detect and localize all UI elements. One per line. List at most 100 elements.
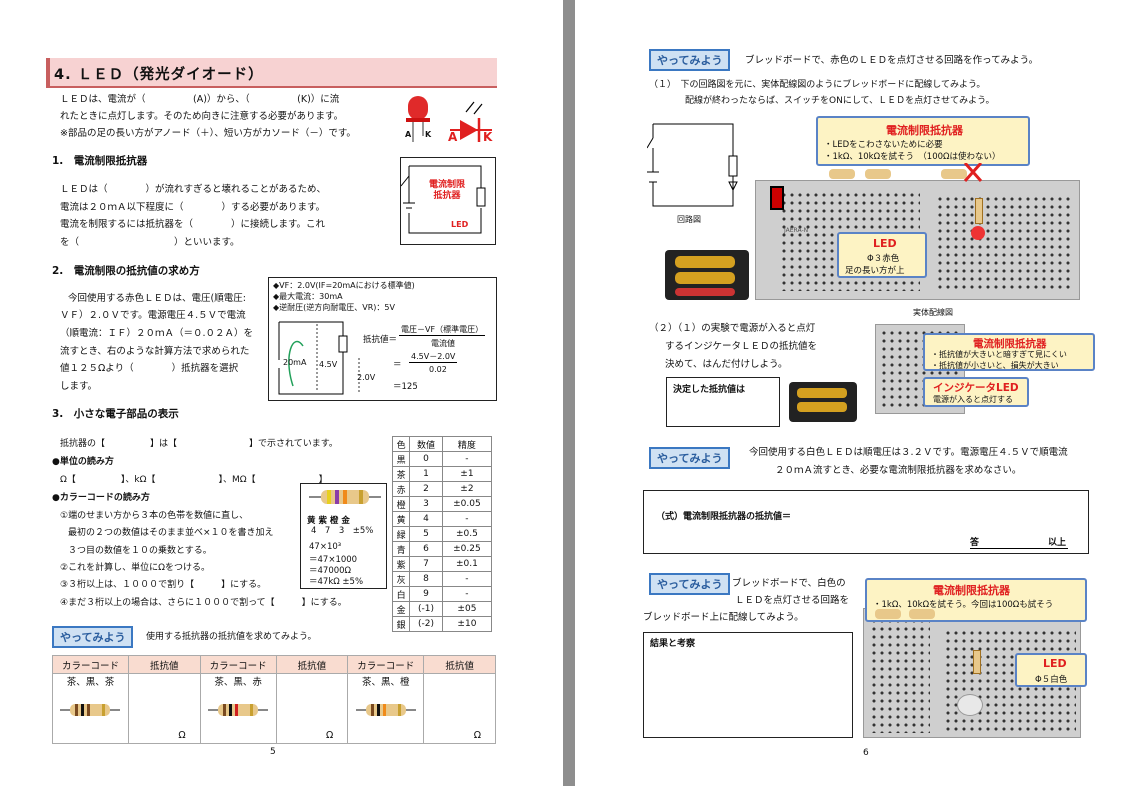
calc-current: 20mA — [283, 358, 307, 367]
callout-ind-line: 電源が入ると点灯する — [933, 395, 1013, 404]
cell: 黒 — [391, 451, 411, 467]
cell: 9 — [409, 586, 443, 602]
y3-line-3: ブレッドボード上に配線してみよう。 — [643, 612, 804, 623]
callout-3-resistors — [875, 609, 935, 619]
rz-code-2: 茶、黒、赤 — [214, 677, 262, 688]
cell: - — [441, 571, 493, 587]
led-illustration — [406, 96, 492, 142]
callout-resistor-1: 電流制限抵抗器 ・LEDをこわさないために必要 ・1kΩ、10kΩを試そう （1… — [816, 116, 1030, 166]
rz-code-cell: 茶、黒、茶 — [52, 673, 129, 744]
cell: 6 — [409, 541, 443, 557]
battery-pack-2 — [789, 382, 857, 422]
circuit-led-label: LED — [451, 220, 469, 229]
decided-label: 決定した抵抗値は — [673, 385, 746, 395]
intro-line-3: ※部品の足の長い方がアノード（＋）、短い方がカソード（－）です。 — [60, 128, 356, 139]
sub1-title: 1. 電流制限抵抗器 — [52, 155, 148, 167]
cell: 緑 — [391, 526, 411, 542]
callout-1-line-1: ・LEDをこわさないために必要 — [824, 140, 943, 150]
cell: 7 — [409, 556, 443, 572]
circuit-diagram-large — [647, 123, 738, 207]
circuit-label: 回路図 — [677, 215, 701, 224]
callout-indicator: インジケータLED 電源が入ると点灯する — [923, 377, 1029, 407]
rz-code-1: 茶、黒、茶 — [66, 677, 115, 688]
cell: 茶 — [391, 466, 411, 482]
yatte-badge-3: やってみよう — [649, 573, 731, 595]
sub2-line-3: （順電流：ＩＦ）２０ｍＡ（＝０.０２Ａ）を — [60, 328, 254, 339]
cell: ±0.5 — [441, 526, 493, 542]
rz-value-1[interactable]: Ω — [127, 673, 201, 744]
y1-text: ブレッドボードで、赤色のＬＥＤを点灯させる回路を作ってみよう。 — [745, 55, 1039, 66]
rz-header: カラーコード — [52, 655, 129, 674]
rz-code-cell: 茶、黒、赤 — [199, 673, 277, 744]
spec-1: ◆VF：2.0V(IF=20mAにおける標準値) — [273, 281, 415, 290]
callout-ind-title: インジケータLED — [933, 382, 1019, 394]
example-calc-3: ＝47000Ω — [309, 566, 352, 576]
formula-den2: 0.02 — [429, 365, 447, 374]
callout-resistor-2: 電流制限抵抗器 ・抵抗値が大きいと暗すぎて見にくい ・抵抗値が小さいと、損失が大… — [923, 333, 1095, 371]
example-calc-1: 47×10³ — [309, 542, 342, 552]
sub3-line-10: ④まだ３桁以上の場合は、さらに１０００で割って【 】にする。 — [60, 598, 347, 608]
cell: ±0.1 — [441, 556, 493, 572]
hole-grid — [936, 195, 1072, 289]
answer-line[interactable]: 答 以上 — [970, 535, 1068, 549]
callout-resistor-3: 電流制限抵抗器 ・1kΩ、10kΩを試そう。今回は100Ωも試そう — [865, 578, 1087, 622]
callout-led-line-1: Φ３赤色 — [867, 254, 900, 264]
cell: 4 — [409, 511, 443, 527]
cell: ±1 — [441, 466, 493, 482]
rz-header: 抵抗値 — [423, 655, 496, 674]
symbol-anode-label: A — [448, 130, 458, 144]
rz-code-cell: 茶、黒、橙 — [347, 673, 425, 744]
spec-3: ◆逆耐圧(逆方向耐電圧、VR)：5V — [273, 303, 395, 312]
cell: ±10 — [441, 616, 493, 632]
sub3-line-4: ●カラーコードの読み方 — [52, 493, 150, 503]
resistor-part-2 — [973, 650, 981, 674]
sub3-title: 3. 小さな電子部品の表示 — [52, 408, 179, 420]
sub1-line-2: 電流は２０ｍＡ以下程度に（ ）する必要があります。 — [60, 202, 326, 213]
example-calc-2: ＝47×1000 — [309, 555, 358, 565]
formula-result: ＝125 — [393, 382, 418, 392]
callout-led-line-2: 足の長い方が上 — [845, 266, 905, 276]
cell: 黄 — [391, 511, 411, 527]
cell: 青 — [391, 541, 411, 557]
color-code-example: 黄 紫 橙 金 4 7 3 ±5% 47×10³ ＝47×1000 ＝47000… — [300, 483, 387, 589]
rz-value-3[interactable]: Ω — [423, 673, 496, 744]
sub2-line-1: 今回使用する赤色ＬＥＤは、電圧(順電圧: — [68, 293, 246, 304]
page-number-right: 6 — [863, 748, 869, 758]
page-right: やってみよう ブレッドボードで、赤色のＬＥＤを点灯させる回路を作ってみよう。 （… — [575, 0, 1144, 786]
cell: 1 — [409, 466, 443, 482]
cell: (-1) — [409, 601, 443, 617]
rz-value-2[interactable]: Ω — [275, 673, 349, 744]
intro-line-2: れたときに点灯します。そのため向きに注意する必要があります。 — [60, 111, 344, 122]
cell: 0 — [409, 451, 443, 467]
y2-line-2: ２０ｍＡ流すとき、必要な電流制限抵抗器を求めなさい。 — [775, 465, 1022, 476]
result-box[interactable]: 結果と考察 — [643, 632, 853, 738]
callout-2-line-2: ・抵抗値が小さいと、損失が大きい — [931, 361, 1059, 370]
cell: 赤 — [391, 481, 411, 497]
callout-led-1: LED Φ３赤色 足の長い方が上 — [837, 232, 927, 278]
sub1-line-4: を（ ）といいます。 — [60, 237, 240, 248]
sub2-line-6: します。 — [60, 381, 98, 392]
callout-1-resistors — [829, 163, 983, 182]
decided-value-box[interactable]: 決定した抵抗値は — [666, 377, 780, 427]
cell: 8 — [409, 571, 443, 587]
example-calc-4: ＝47kΩ ±5% — [309, 577, 364, 587]
yatte-badge-1: やってみよう — [649, 49, 731, 71]
th-color: 色 — [391, 436, 411, 452]
rz-header-row: カラーコード抵抗値 カラーコード抵抗値 カラーコード抵抗値 — [52, 655, 496, 674]
formula-box[interactable]: （式）電流制限抵抗器の抵抗値＝ 答 以上 — [643, 490, 1089, 554]
answer-unit: 以上 — [1047, 538, 1066, 548]
color-table-header: 色数値精度 — [391, 436, 493, 452]
sub3-line-1: 抵抗器の【 】は【 】で示されています。 — [60, 439, 338, 449]
rz-body-row: 茶、黒、茶 Ω 茶、黒、赤 Ω 茶、黒、橙 Ω — [52, 673, 496, 744]
resistor-icon — [208, 704, 269, 716]
answer-label: 答 — [970, 538, 980, 548]
formula-den1: 電流値 — [431, 339, 455, 348]
step1-line-2: 配線が終わったならば、スイッチをONにして、ＬＥＤを点灯させてみよう。 — [685, 96, 995, 106]
sub1-line-1: ＬＥＤは（ ）が流れすぎると壊れることがあるため、 — [60, 184, 327, 195]
